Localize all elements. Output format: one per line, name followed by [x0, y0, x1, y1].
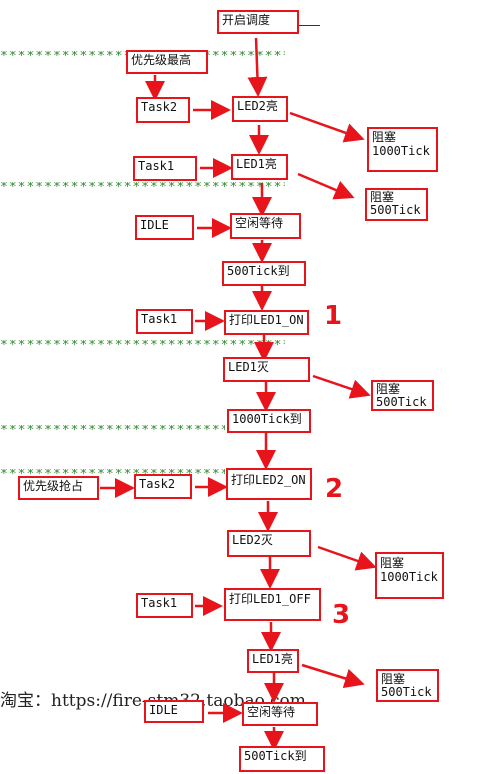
node-print-led2-on: 打印LED2_ON: [226, 468, 312, 500]
node-block-1000-a: 阻塞 1000Tick: [367, 127, 438, 172]
arrow-led2off-block: [317, 545, 377, 571]
marker-three: 3: [332, 600, 351, 630]
star-row-2: ************************************: [0, 182, 285, 194]
node-led1-off-a: LED1灭: [223, 357, 310, 382]
arrow-start-led2: [247, 37, 268, 97]
node-task2-b: Task2: [134, 474, 192, 499]
marker-two: 2: [325, 474, 344, 504]
arrow-led1-block: [297, 172, 355, 200]
node-idle-wait-a: 空闲等待: [230, 213, 301, 239]
arrow-led1off-block: [312, 374, 371, 399]
arrow-led1on-block: [301, 663, 365, 689]
node-500tick-a: 500Tick到: [222, 261, 306, 286]
node-print-led1-on: 打印LED1_ON: [224, 310, 309, 335]
node-task1-b: Task1: [136, 309, 193, 334]
star-row-3: ************************************: [0, 340, 285, 352]
node-priority-high: 优先级最高: [126, 50, 208, 74]
node-start-scheduler: 开启调度: [217, 10, 299, 34]
node-block-500-b: 阻塞 500Tick: [371, 380, 434, 411]
node-task1-c: Task1: [136, 593, 193, 618]
node-led1-on-a: LED1亮: [231, 154, 288, 180]
node-led1-on-b: LED1亮: [247, 649, 299, 673]
node-idle-wait-b: 空闲等待: [242, 702, 318, 726]
node-block-1000-b: 阻塞 1000Tick: [375, 552, 444, 599]
node-led2-off: LED2灭: [227, 530, 311, 557]
node-idle-b: IDLE: [144, 700, 204, 723]
node-block-500-c: 阻塞 500Tick: [376, 669, 439, 702]
node-1000tick: 1000Tick到: [227, 409, 311, 433]
marker-one: 1: [324, 301, 343, 331]
node-task2-a: Task2: [136, 97, 190, 123]
node-idle-a: IDLE: [135, 215, 194, 240]
node-led2-on-a: LED2亮: [232, 96, 288, 122]
arrow-led2-block: [289, 111, 365, 143]
node-print-led1-off: 打印LED1_OFF: [224, 588, 321, 621]
node-500tick-b: 500Tick到: [239, 746, 325, 772]
node-task1-a: Task1: [133, 156, 197, 181]
node-block-500-a: 阻塞 500Tick: [365, 188, 428, 221]
node-priority-preempt: 优先级抢占: [18, 476, 99, 500]
star-row-4: ************************************: [0, 425, 225, 437]
